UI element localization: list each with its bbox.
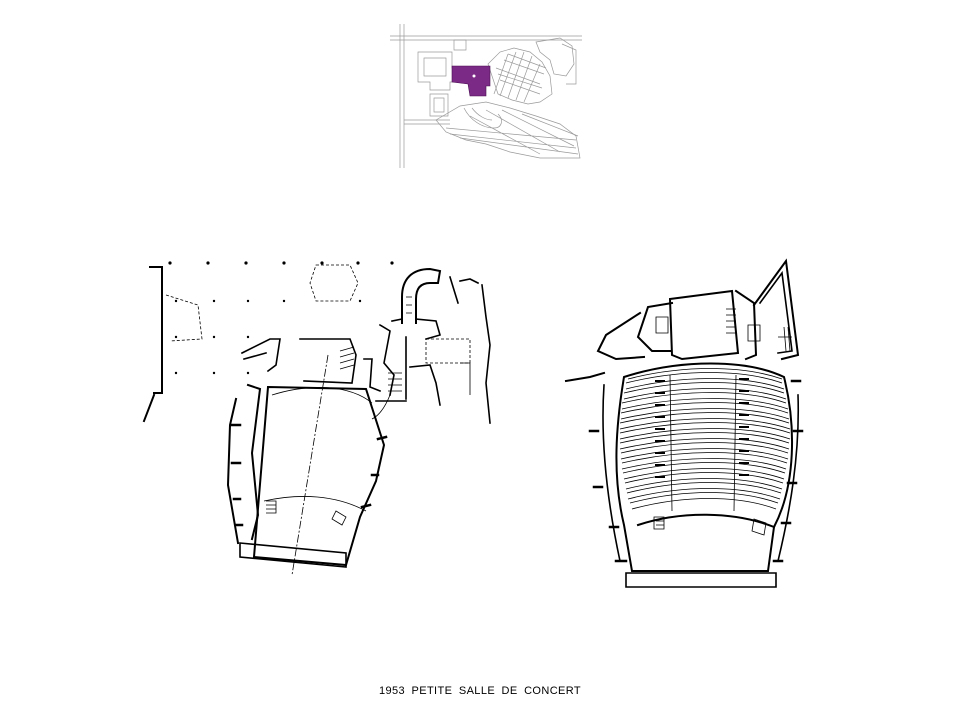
site-plan [390,24,582,168]
highlighted-concert-hall [451,65,491,97]
ground-floor-plan [142,261,491,576]
auditorium-seating-plan [564,258,804,588]
drawing-caption: 1953 PETITE SALLE DE CONCERT [378,685,582,697]
